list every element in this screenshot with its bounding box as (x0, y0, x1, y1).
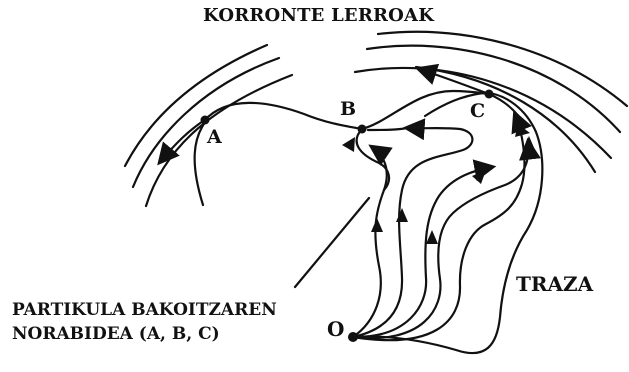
arrowhead-upper-b (407, 121, 419, 135)
direction-pointer (295, 198, 369, 287)
arrow-a (160, 119, 206, 162)
point-c-label: C (470, 102, 485, 121)
point-o-label: O (327, 319, 344, 339)
particle-path-4 (353, 142, 528, 338)
arrowhead-center-2 (396, 208, 408, 222)
path-a-b (204, 103, 362, 129)
diagram-title: KORRONTE LERROAK (203, 7, 434, 25)
right-streamline-middle-outer (367, 46, 620, 132)
particle-direction-label: PARTIKULA BAKOITZAREN NORABIDEA (A, B, C… (12, 298, 277, 346)
arrowhead-right-upper (523, 136, 535, 150)
trace-label: TRAZA (516, 274, 593, 294)
trace-outline (353, 93, 542, 353)
point-b-label: B (340, 100, 356, 119)
path-a-lower-loop (195, 121, 206, 205)
point-a-label: A (207, 128, 222, 147)
arrowhead-lower-b (342, 137, 355, 152)
path-b-upper-return (368, 128, 407, 130)
particle-direction-line-1: PARTIKULA BAKOITZAREN (12, 298, 277, 322)
small-arrowheads (342, 121, 535, 244)
point-o-marker (348, 332, 358, 342)
particle-path-1 (353, 147, 387, 337)
right-streamlines (355, 32, 627, 172)
point-a-marker (201, 116, 210, 125)
particle-direction-line-2: NORABIDEA (A, B, C) (12, 322, 277, 346)
arrowhead-c-inner (515, 124, 530, 137)
point-c-marker (485, 90, 494, 99)
arrowhead-center-1 (371, 218, 383, 232)
point-b-marker (358, 125, 367, 134)
